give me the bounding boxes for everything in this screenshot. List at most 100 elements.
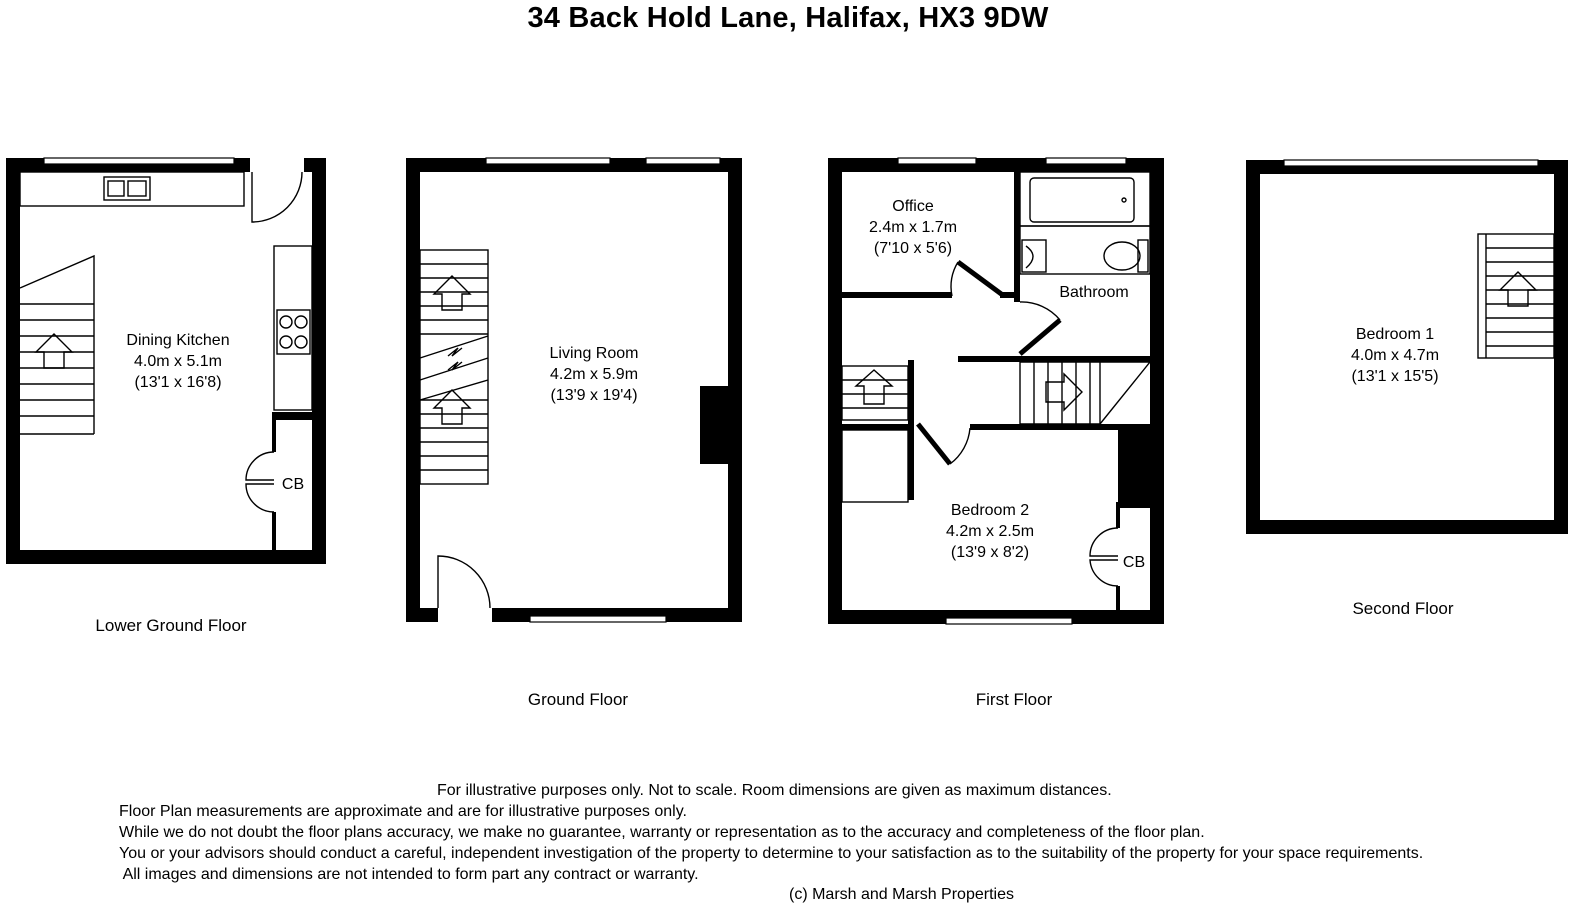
first-stairs-up-arrow-icon <box>854 369 894 405</box>
ground-floor-plan <box>406 157 742 623</box>
room-label-office: Office 2.4m x 1.7m (7'10 x 5'6) <box>869 196 957 259</box>
first-window-bed2 <box>945 617 1073 625</box>
room-imperial: (7'10 x 5'6) <box>873 240 953 257</box>
bed2-alcove <box>841 429 909 503</box>
lower-wall-left <box>6 158 20 564</box>
second-floor-plan <box>1246 159 1568 534</box>
first-floor-plan <box>828 157 1164 625</box>
ground-stairs-up-arrow-icon <box>432 275 472 311</box>
floor-label-ground: Ground Floor <box>527 690 629 709</box>
ground-window-top-right <box>645 157 721 165</box>
hob-icon <box>276 309 311 355</box>
ground-stairs <box>419 249 489 485</box>
ground-stairs-up-arrow-2-icon <box>432 389 472 425</box>
first-cb-wall-side-bottom <box>1116 586 1120 610</box>
second-stairs <box>1477 233 1555 359</box>
room-name: Dining Kitchen <box>126 332 230 349</box>
lower-stairs <box>19 254 95 435</box>
floor-label-first: First Floor <box>975 690 1053 709</box>
ground-wall-bottom-left <box>406 608 438 622</box>
kitchen-worktop <box>19 171 245 207</box>
first-wall-bottom <box>828 610 1164 624</box>
room-label-bedroom-1: Bedroom 1 4.0m x 4.7m (13'1 x 15'5) <box>1351 324 1439 387</box>
second-wall-bottom <box>1246 520 1568 534</box>
office-door <box>956 259 1006 299</box>
sink-icon <box>103 176 151 201</box>
lower-cb-wall-side-bottom <box>272 512 276 550</box>
washbasin-icon <box>1021 239 1047 273</box>
disclaimer-line-4: You or your advisors should conduct a ca… <box>119 845 1424 862</box>
bath-door <box>1018 318 1062 356</box>
lower-wall-bottom <box>6 550 326 564</box>
ground-window-bottom <box>529 615 667 623</box>
floor-label-lower-ground: Lower Ground Floor <box>95 616 247 635</box>
room-imperial: (13'1 x 15'5) <box>1351 368 1439 385</box>
stairs-up-arrow-icon <box>34 333 74 369</box>
room-name: Bedroom 1 <box>1355 326 1435 343</box>
room-metric: 4.2m x 2.5m <box>945 523 1035 540</box>
first-window-office <box>897 157 977 165</box>
kitchen-side-counter <box>273 245 313 411</box>
room-imperial: (13'1 x 16'8) <box>134 374 222 391</box>
lower-cb-door-swing <box>245 451 275 513</box>
disclaimer-line-3: While we do not doubt the floor plans ac… <box>119 824 1205 841</box>
room-metric: 4.0m x 4.7m <box>1350 347 1440 364</box>
copyright-notice: (c) Marsh and Marsh Properties <box>789 886 1014 903</box>
room-label-living-room: Living Room 4.2m x 5.9m (13'9 x 19'4) <box>550 343 639 406</box>
lower-ground-floor-plan <box>6 157 326 564</box>
room-metric: 2.4m x 1.7m <box>868 219 958 236</box>
office-wall-bottom-right <box>1000 292 1020 298</box>
first-wall-left <box>828 158 842 624</box>
room-metric: 4.2m x 5.9m <box>549 366 639 383</box>
room-name: CB <box>281 476 305 493</box>
bath-fixtures-area <box>1019 171 1151 227</box>
ground-window-top-left <box>485 157 611 165</box>
room-label-bathroom: Bathroom <box>1059 282 1128 303</box>
bath-door-swing <box>1019 301 1061 321</box>
room-name: Bedroom 2 <box>950 502 1030 519</box>
first-cb-door-swing <box>1089 527 1119 587</box>
first-stairs-right-arrow-icon <box>1045 372 1083 412</box>
first-cb-wall-side <box>1116 502 1120 528</box>
room-label-bedroom-2: Bedroom 2 4.2m x 2.5m (13'9 x 8'2) <box>946 500 1034 563</box>
room-name: CB <box>1122 554 1146 571</box>
disclaimer-line-1: For illustrative purposes only. Not to s… <box>437 782 1112 799</box>
room-name: Bathroom <box>1059 284 1129 301</box>
office-door-swing <box>950 261 959 297</box>
first-window-bath <box>1045 157 1127 165</box>
second-window <box>1283 159 1539 167</box>
bed2-wall-top <box>970 424 1150 430</box>
first-stairs-right <box>1019 361 1152 425</box>
lower-wall-right <box>312 158 326 564</box>
disclaimer-line-2: Floor Plan measurements are approximate … <box>119 803 687 820</box>
room-name: Office <box>892 198 934 215</box>
office-wall-right <box>1014 172 1020 302</box>
lower-window <box>43 157 235 165</box>
bed2-wall-top-left <box>842 424 914 430</box>
bathtub-icon <box>1029 177 1135 223</box>
bath-fixtures-lower <box>1019 225 1151 275</box>
room-imperial: (13'9 x 8'2) <box>950 544 1030 561</box>
ground-door-swing <box>437 555 491 609</box>
lower-cb-wall-top <box>272 412 312 420</box>
room-metric: 4.0m x 5.1m <box>133 353 223 370</box>
room-label-cb-first: CB <box>1123 552 1145 573</box>
first-chimney-breast <box>1118 430 1150 502</box>
bath-wall-bottom <box>958 356 1150 362</box>
lower-door-swing <box>251 171 303 223</box>
disclaimer-line-5: All images and dimensions are not intend… <box>119 866 699 883</box>
ground-wall-right <box>728 158 742 622</box>
room-label-dining-kitchen: Dining Kitchen 4.0m x 5.1m (13'1 x 16'8) <box>126 330 229 393</box>
room-imperial: (13'9 x 19'4) <box>550 387 638 404</box>
first-wall-right <box>1150 158 1164 624</box>
toilet-icon <box>1103 239 1149 273</box>
ground-chimney-breast <box>700 386 728 464</box>
ground-wall-left <box>406 158 420 622</box>
first-stairs-left <box>841 365 909 421</box>
second-wall-left <box>1246 160 1260 534</box>
second-wall-right <box>1554 160 1568 534</box>
room-label-cb-lower: CB <box>282 474 304 495</box>
bed2-door <box>916 422 952 466</box>
second-stairs-up-arrow-icon <box>1498 271 1538 307</box>
